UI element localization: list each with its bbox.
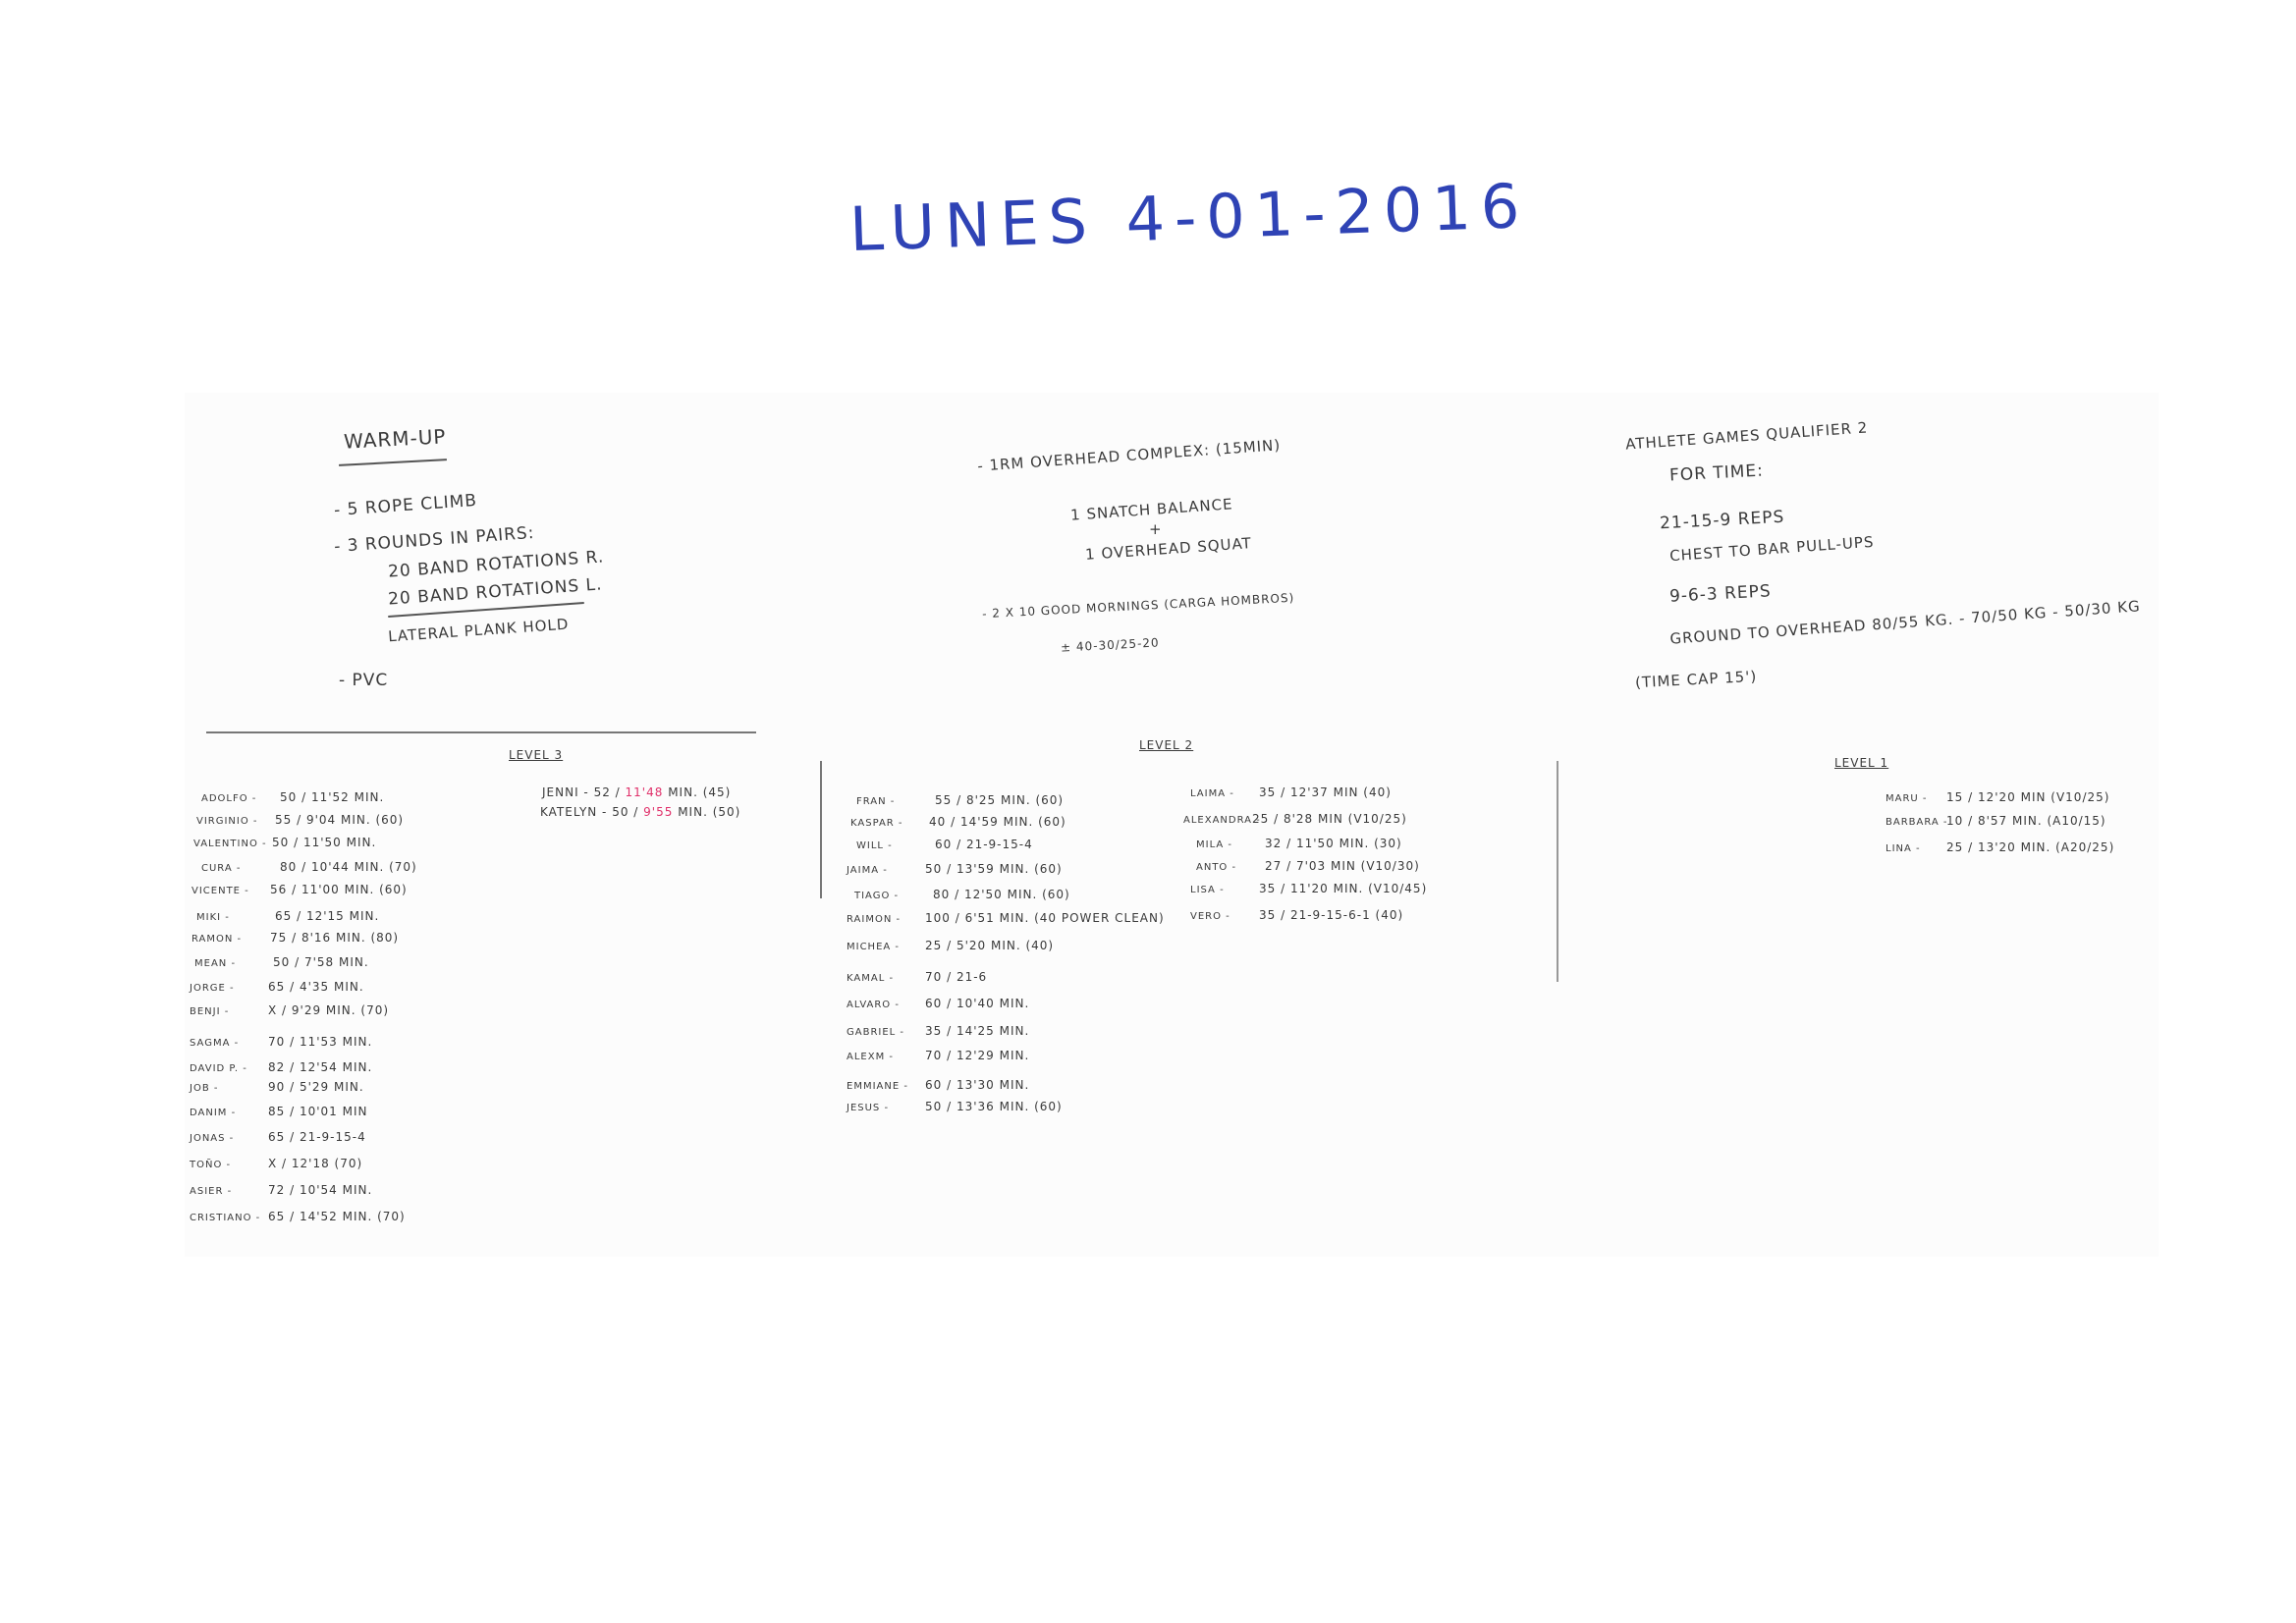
list-item: KAMAL -70 / 21-6 bbox=[847, 970, 988, 984]
list-item: SAGMA -70 / 11'53 MIN. bbox=[190, 1035, 373, 1049]
list-item: BARBARA -10 / 8'57 MIN. (A10/15) bbox=[1886, 814, 2106, 828]
strength-line: + bbox=[1149, 520, 1163, 538]
list-item: VALENTINO -50 / 11'50 MIN. bbox=[193, 836, 377, 849]
list-item: LINA -25 / 13'20 MIN. (A20/25) bbox=[1886, 840, 2115, 854]
list-item: JOB -90 / 5'29 MIN. bbox=[190, 1080, 364, 1094]
page-title: LUNES 4-01-2016 bbox=[847, 169, 1531, 266]
list-item: TIAGO -80 / 12'50 MIN. (60) bbox=[854, 888, 1070, 901]
list-item: LAIMA -35 / 12'37 MIN (40) bbox=[1190, 785, 1392, 799]
list-item: KATELYN - 50 / 9'55 MIN. (50) bbox=[540, 805, 741, 819]
list-item: JAIMA -50 / 13'59 MIN. (60) bbox=[847, 862, 1063, 876]
list-item: TOÑO -X / 12'18 (70) bbox=[190, 1157, 363, 1170]
list-item: ASIER -72 / 10'54 MIN. bbox=[190, 1183, 373, 1197]
list-item: GABRIEL -35 / 14'25 MIN. bbox=[847, 1024, 1030, 1038]
warmup-line: - PVC bbox=[339, 671, 389, 690]
list-item: DAVID P. -82 / 12'54 MIN. bbox=[190, 1060, 373, 1074]
list-item: MIKI -65 / 12'15 MIN. bbox=[196, 909, 380, 923]
list-item: ANTO -27 / 7'03 MIN (V10/30) bbox=[1196, 859, 1420, 873]
level3-label: LEVEL 3 bbox=[509, 748, 564, 762]
list-item: LISA -35 / 11'20 MIN. (V10/45) bbox=[1190, 882, 1428, 895]
divider bbox=[820, 761, 822, 898]
list-item: ALEXM -70 / 12'29 MIN. bbox=[847, 1049, 1030, 1062]
list-item: JONAS -65 / 21-9-15-4 bbox=[190, 1130, 366, 1144]
list-item: RAIMON -100 / 6'51 MIN. (40 POWER CLEAN) bbox=[847, 911, 1165, 925]
divider bbox=[206, 731, 756, 733]
list-item: CRISTIANO -65 / 14'52 MIN. (70) bbox=[190, 1210, 406, 1223]
list-item: VICENTE -56 / 11'00 MIN. (60) bbox=[191, 883, 408, 896]
list-item: MARU -15 / 12'20 MIN (V10/25) bbox=[1886, 790, 2110, 804]
list-item: BENJI -X / 9'29 MIN. (70) bbox=[190, 1003, 390, 1017]
list-item: VIRGINIO -55 / 9'04 MIN. (60) bbox=[196, 813, 405, 827]
list-item: EMMIANE -60 / 13'30 MIN. bbox=[847, 1078, 1030, 1092]
list-item: WILL -60 / 21-9-15-4 bbox=[856, 838, 1033, 851]
list-item: JORGE -65 / 4'35 MIN. bbox=[190, 980, 364, 994]
list-item: MILA -32 / 11'50 MIN. (30) bbox=[1196, 837, 1402, 850]
list-item: KASPAR -40 / 14'59 MIN. (60) bbox=[850, 815, 1066, 829]
level1-label: LEVEL 1 bbox=[1834, 756, 1889, 770]
list-item: ADOLFO -50 / 11'52 MIN. bbox=[201, 790, 385, 804]
list-item: RAMON -75 / 8'16 MIN. (80) bbox=[191, 931, 400, 945]
list-item: JENNI - 52 / 11'48 MIN. (45) bbox=[542, 785, 732, 799]
list-item: CURA -80 / 10'44 MIN. (70) bbox=[201, 860, 417, 874]
list-item: MEAN -50 / 7'58 MIN. bbox=[194, 955, 369, 969]
list-item: MICHEA -25 / 5'20 MIN. (40) bbox=[847, 939, 1055, 952]
list-item: ALVARO -60 / 10'40 MIN. bbox=[847, 997, 1030, 1010]
list-item: DANIM -85 / 10'01 MIN bbox=[190, 1105, 368, 1118]
list-item: JESUS -50 / 13'36 MIN. (60) bbox=[847, 1100, 1063, 1113]
list-item: ALEXANDRA -25 / 8'28 MIN (V10/25) bbox=[1183, 812, 1407, 826]
level2-label: LEVEL 2 bbox=[1139, 738, 1194, 752]
list-item: FRAN -55 / 8'25 MIN. (60) bbox=[856, 793, 1065, 807]
list-item: VERO -35 / 21-9-15-6-1 (40) bbox=[1190, 908, 1404, 922]
divider bbox=[1557, 761, 1558, 982]
whiteboard-area bbox=[185, 393, 2159, 1257]
